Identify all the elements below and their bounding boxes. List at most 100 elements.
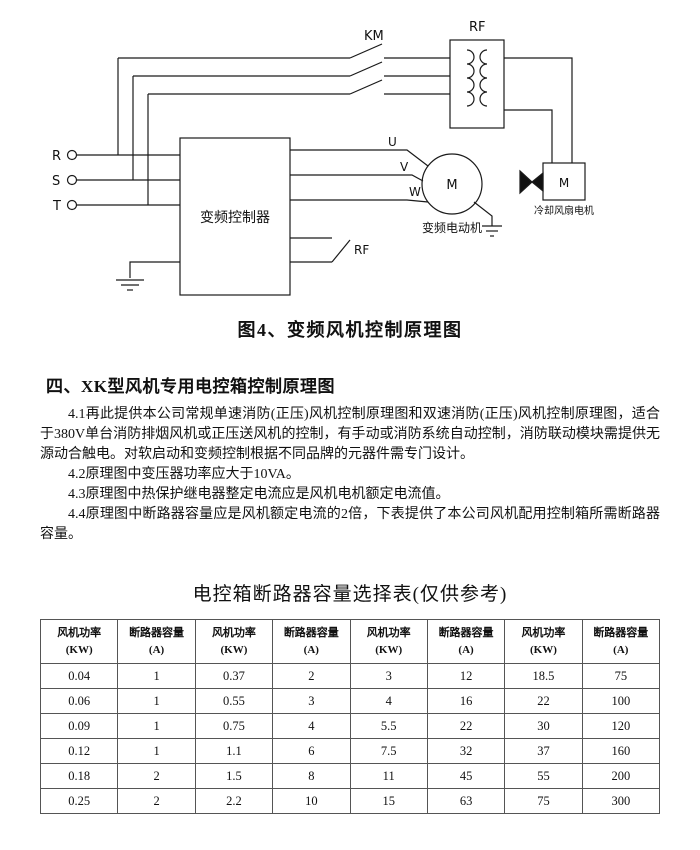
motor-ground-symbol [473,201,502,237]
phase-tap-lines [117,58,149,205]
table-cell: 18.5 [504,663,583,689]
paragraph-4-2: 4.2原理图中变压器功率应大于10VA。 [68,467,300,482]
breaker-table-head: 风机功率(KW)断路器容量(A)风机功率(KW)断路器容量(A)风机功率(KW)… [39,619,661,664]
cooling-fan-motor-symbol [519,162,586,201]
table-cell: 15 [349,788,428,814]
table-cell: 3 [272,688,351,714]
table-cell: 75 [581,663,661,689]
cooling-caption-label: 冷却风扇电机 [534,204,594,217]
table-header-cell: 风机功率(KW) [194,619,274,664]
table-header-cell: 风机功率(KW) [504,619,583,664]
phase-r-label: R [52,149,61,164]
phase-s-label: S [52,174,60,189]
table-cell: 0.06 [39,688,119,714]
table-header-cell: 断路器容量(A) [272,619,351,664]
out-u-label: U [388,135,397,149]
table-cell: 16 [426,688,506,714]
table-cell: 6 [272,738,351,764]
table-header-cell: 断路器容量(A) [117,619,196,664]
circuit-labels: KM RF R S T U V W 变频控制器 M 变频电动机 M 冷却风扇电机… [52,20,594,257]
table-cell: 1 [117,713,196,739]
circuit-diagram: KM RF R S T U V W 变频控制器 M 变频电动机 M 冷却风扇电机… [52,20,594,296]
table-cell: 4 [272,713,351,739]
table-header-cell: 风机功率(KW) [39,619,119,664]
table-cell: 1.1 [194,738,274,764]
table-cell: 300 [581,788,661,814]
rst-input-lines [66,149,180,211]
controller-ground-symbol [116,261,180,291]
table-cell: 160 [581,738,661,764]
km-label: KM [364,29,384,44]
table-cell: 0.75 [194,713,274,739]
table-cell: 55 [504,763,583,789]
controller-label: 变频控制器 [200,210,270,226]
table-header-cell: 风机功率(KW) [349,619,428,664]
table-cell: 63 [426,788,506,814]
paragraph-4-1: 4.1再此提供本公司常规单速消防(正压)风机控制原理图和双速消防(正压)风机控制… [40,407,660,462]
km-contactor-contacts [349,43,383,95]
cooling-m-label: M [559,176,569,190]
table-cell: 120 [581,713,661,739]
out-w-label: W [409,185,421,199]
breaker-table-header-row: 风机功率(KW)断路器容量(A)风机功率(KW)断路器容量(A)风机功率(KW)… [39,619,661,664]
table-cell: 11 [349,763,428,789]
table-cell: 200 [581,763,661,789]
table-cell: 2 [272,663,351,689]
rf-transformer-symbol [449,39,505,129]
table-cell: 22 [504,688,583,714]
table-cell: 8 [272,763,351,789]
table-cell: 32 [426,738,506,764]
motor-symbol [421,153,483,215]
table-cell: 0.18 [39,763,119,789]
out-v-label: V [400,160,409,174]
table-header-cell: 断路器容量(A) [581,619,661,664]
table-title: 电控箱断路器容量选择表(仅供参考) [192,584,508,605]
section-heading: 四、XK型风机专用电控箱控制原理图 [46,377,335,396]
breaker-capacity-table: 风机功率(KW)断路器容量(A)风机功率(KW)断路器容量(A)风机功率(KW)… [39,619,661,814]
paragraph-4-3: 4.3原理图中热保护继电器整定电流应是风机电机额定电流值。 [68,487,450,502]
rf-relay-label: RF [354,243,369,257]
figure-caption: 图4、变频风机控制原理图 [237,320,463,340]
table-cell: 0.37 [194,663,274,689]
motor-caption-label: 变频电动机 [422,220,482,235]
rf-transformer-label: RF [469,20,486,35]
table-cell: 75 [504,788,583,814]
table-cell: 1 [117,688,196,714]
table-cell: 30 [504,713,583,739]
table-cell: 10 [272,788,351,814]
rf-relay-contact [290,237,351,263]
uvw-output-lines [290,149,429,203]
table-header-cell: 断路器容量(A) [426,619,506,664]
table-cell: 0.04 [39,663,119,689]
table-cell: 45 [426,763,506,789]
table-cell: 1.5 [194,763,274,789]
table-cell: 0.09 [39,713,119,739]
circuit-wiring [66,39,586,296]
table-cell: 12 [426,663,506,689]
table-cell: 7.5 [349,738,428,764]
table-cell: 100 [581,688,661,714]
section-paragraphs: 4.1再此提供本公司常规单速消防(正压)风机控制原理图和双速消防(正压)风机控制… [40,405,660,545]
table-cell: 0.12 [39,738,119,764]
table-cell: 1 [117,738,196,764]
motor-m-label: M [446,178,457,193]
table-cell: 22 [426,713,506,739]
phase-feed-lines [118,57,450,95]
table-cell: 5.5 [349,713,428,739]
cooling-feed-lines [504,57,573,163]
table-cell: 4 [349,688,428,714]
circuit-figure: KM RF R S T U V W 变频控制器 M 变频电动机 M 冷却风扇电机… [0,0,700,342]
table-cell: 3 [349,663,428,689]
table-cell: 2.2 [194,788,274,814]
table-cell: 37 [504,738,583,764]
table-cell: 0.55 [194,688,274,714]
table-cell: 1 [117,663,196,689]
table-cell: 0.25 [39,788,119,814]
